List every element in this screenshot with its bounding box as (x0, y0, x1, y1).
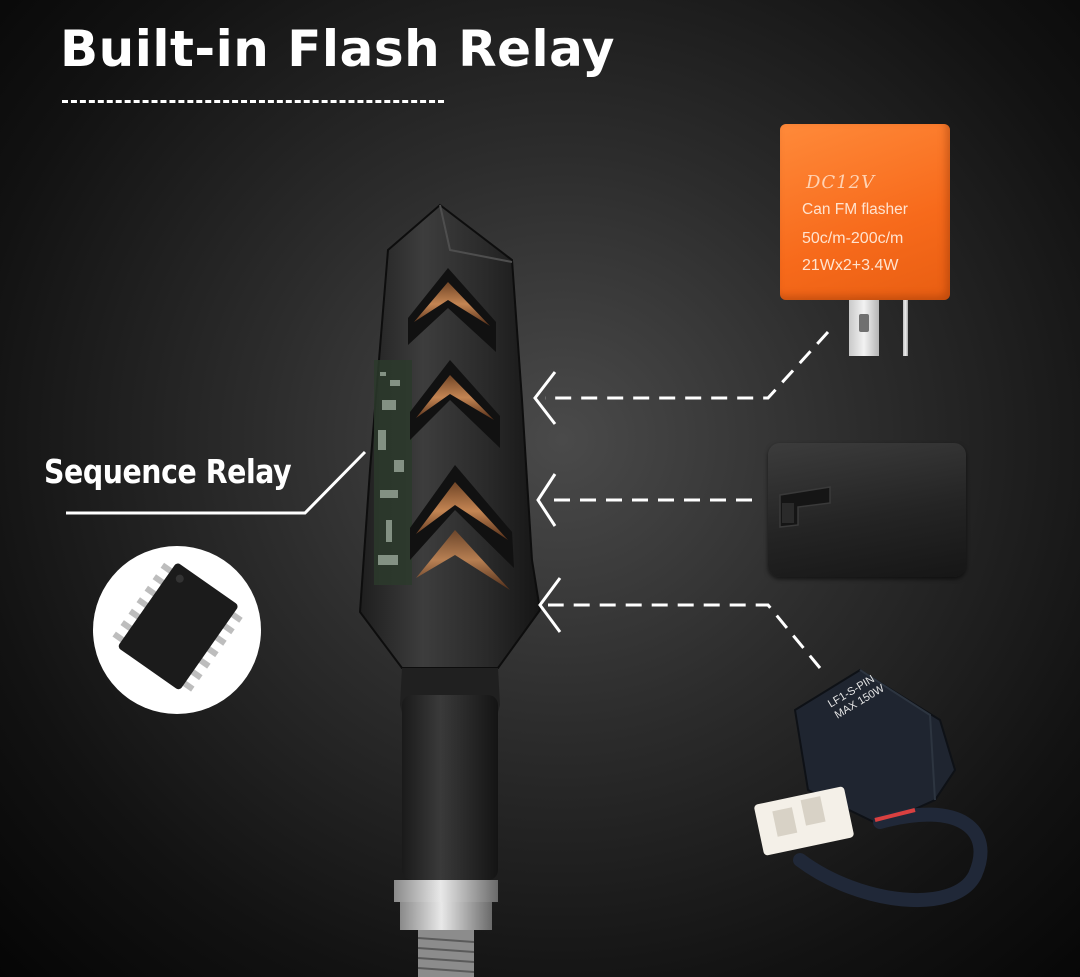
lf1-relay (754, 668, 988, 907)
arrow-head-icon (538, 577, 562, 633)
arrow-heads (533, 371, 562, 633)
flasher-pin-narrow (903, 300, 908, 356)
arrow-head-icon (536, 473, 557, 527)
flasher-rate: 50c/m-200c/m (802, 230, 904, 247)
flasher-type: Can FM flasher (802, 201, 908, 218)
connector-lf1-relay (548, 603, 822, 669)
chip-in-circle (112, 562, 243, 692)
sequence-relay-circuit-board (374, 360, 412, 585)
flasher-voltage: DC12V (806, 172, 876, 193)
orange-flasher-relay: DC12V Can FM flasher 50c/m-200c/m 21Wx2+… (780, 124, 950, 300)
white-connector (754, 786, 854, 856)
sequence-relay-pointer-line (66, 450, 367, 515)
arrow-head-icon (533, 371, 557, 425)
mounting-nut (394, 880, 498, 902)
connector-lines (545, 330, 830, 669)
relay-cable (793, 807, 988, 907)
stem (402, 695, 498, 880)
page-title: Built-in Flash Relay (60, 20, 615, 78)
black-relay-pin-icon (779, 486, 831, 528)
connector-flasher (545, 330, 830, 400)
title-dashed-underline (62, 100, 444, 103)
flasher-pin-wide (849, 300, 879, 356)
sequence-relay-label: Sequence Relay (44, 452, 292, 491)
flasher-load: 21Wx2+3.4W (802, 257, 899, 274)
turn-signal-body (358, 203, 542, 977)
led-chevrons (408, 268, 514, 590)
black-relay (768, 443, 966, 577)
